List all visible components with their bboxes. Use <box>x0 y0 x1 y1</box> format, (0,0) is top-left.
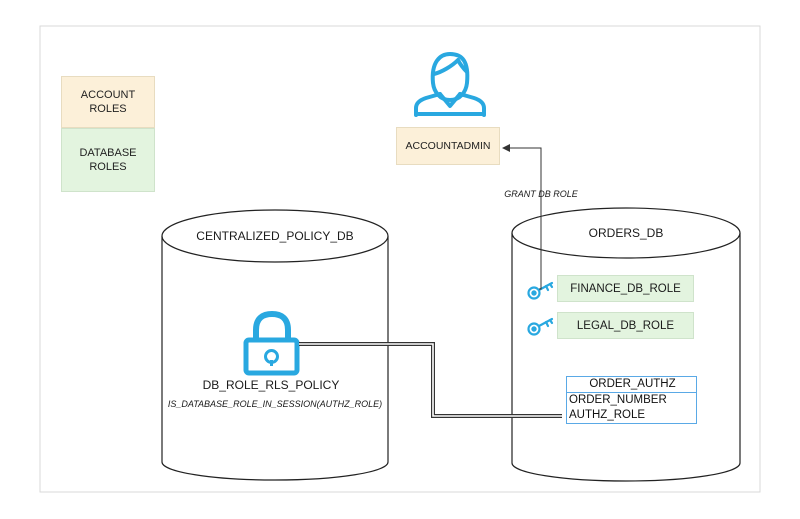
order-authz-table[interactable]: ORDER_AUTHZ ORDER_NUMBER AUTHZ_ROLE <box>566 376 697 424</box>
legend-database-roles: DATABASE ROLES <box>61 128 155 192</box>
lock-icon <box>243 311 300 376</box>
table-column-order-number: ORDER_NUMBER <box>569 394 667 406</box>
orders-db-title: ORDERS_DB <box>588 226 664 240</box>
policy-name: DB_ROLE_RLS_POLICY <box>202 378 340 392</box>
orders-db-cylinder <box>511 207 741 482</box>
accountadmin-role-box[interactable]: ACCOUNTADMIN <box>396 127 500 165</box>
table-column-authz-role: AUTHZ_ROLE <box>569 409 646 421</box>
user-icon <box>414 52 486 117</box>
grant-arrow <box>502 144 542 290</box>
legal-db-role-box[interactable]: LEGAL_DB_ROLE <box>557 312 694 339</box>
centralized-policy-db-title: CENTRALIZED_POLICY_DB <box>196 229 354 243</box>
finance-db-role-box[interactable]: FINANCE_DB_ROLE <box>557 275 694 302</box>
policy-expression: IS_DATABASE_ROLE_IN_SESSION(AUTHZ_ROLE) <box>167 399 383 409</box>
table-name: ORDER_AUTHZ <box>567 377 696 393</box>
legend-account-roles: ACCOUNT ROLES <box>61 76 155 128</box>
key-icon <box>527 317 554 336</box>
grant-db-role-label: GRANT DB ROLE <box>504 189 578 199</box>
